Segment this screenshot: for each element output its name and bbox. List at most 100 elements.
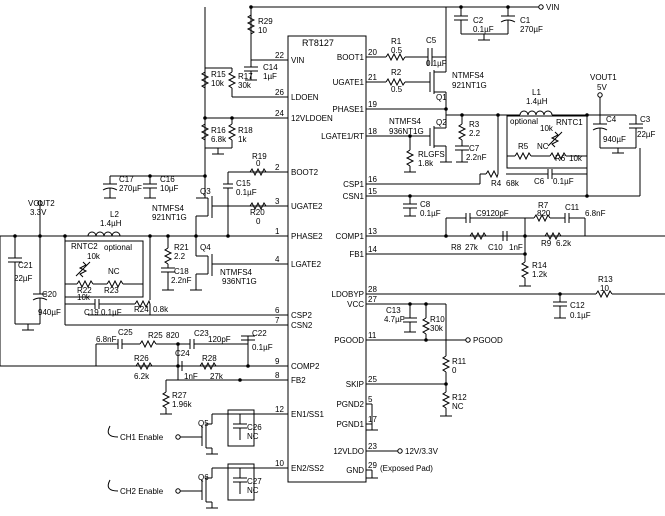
pin-name: PGOOD (334, 336, 364, 345)
pin-number: 10 (275, 459, 284, 468)
pin-number: 22 (275, 51, 284, 60)
svg-text:R5: R5 (518, 142, 529, 151)
svg-text:R7: R7 (538, 201, 549, 210)
svg-text:NTMFS4: NTMFS4 (389, 117, 422, 126)
channel2-sense: RNTC2 optional 10k NC R22 R23 10k C19 0.… (63, 234, 288, 326)
svg-text:optional: optional (104, 243, 132, 252)
svg-text:C12: C12 (570, 301, 585, 310)
svg-text:0.8k: 0.8k (153, 305, 169, 314)
svg-text:C16: C16 (160, 175, 175, 184)
svg-text:R9: R9 (541, 239, 552, 248)
svg-text:C3: C3 (640, 115, 651, 124)
svg-text:NC: NC (247, 486, 259, 495)
svg-text:C11: C11 (565, 203, 580, 212)
svg-text:Q3: Q3 (200, 187, 211, 196)
svg-text:C14: C14 (263, 63, 278, 72)
comp2-network: C25 6.8nF R25 820 C23 120pF R26 6.2k C24… (0, 236, 288, 415)
svg-text:10µF: 10µF (160, 184, 179, 193)
svg-text:C17: C17 (119, 175, 134, 184)
input-caps: C2 0.1µF C1 270µF (454, 7, 543, 41)
svg-text:R18: R18 (238, 126, 253, 135)
svg-text:6.2k: 6.2k (556, 239, 572, 248)
pin-number: 17 (368, 415, 377, 424)
svg-text:R19: R19 (252, 152, 267, 161)
pin-number: 25 (368, 375, 377, 384)
svg-text:1k: 1k (238, 135, 247, 144)
channel1-output: L1 1.4µH VOUT1 5V C4 940µF C3 22µF (480, 73, 656, 154)
svg-text:0: 0 (452, 366, 457, 375)
pin-name: LDOBYP (332, 290, 364, 299)
svg-text:940µF: 940µF (38, 308, 61, 317)
svg-text:10k: 10k (77, 293, 91, 302)
svg-text:5V: 5V (597, 83, 607, 92)
svg-text:Q6: Q6 (198, 473, 209, 482)
svg-text:R13: R13 (598, 275, 613, 284)
svg-text:R27: R27 (172, 391, 187, 400)
svg-text:L1: L1 (532, 88, 541, 97)
svg-text:C13: C13 (386, 306, 401, 315)
svg-text:0: 0 (256, 159, 261, 168)
svg-text:C9: C9 (476, 209, 487, 218)
svg-text:22µF: 22µF (14, 274, 33, 283)
pin-number: 12 (275, 405, 284, 414)
svg-text:1.4µH: 1.4µH (100, 219, 122, 228)
svg-text:120pF: 120pF (486, 209, 509, 218)
svg-text:1nF: 1nF (509, 243, 523, 252)
svg-text:22µF: 22µF (637, 130, 656, 139)
svg-text:R10: R10 (430, 315, 445, 324)
svg-text:940µF: 940µF (603, 135, 626, 144)
svg-text:0.1µF: 0.1µF (553, 177, 574, 186)
channel2-lowside: Q4 NTMFS4 936NT1G R21 2.2 C18 2.2nF (161, 234, 288, 291)
svg-text:R1: R1 (391, 37, 402, 46)
pin-number: 11 (368, 331, 377, 340)
svg-text:C18: C18 (174, 267, 189, 276)
vin-label: VIN (546, 3, 560, 12)
svg-text:30k: 30k (238, 81, 252, 90)
svg-text:27k: 27k (465, 243, 479, 252)
channel2-highside: R19 0 C15 0.1µF R20 0 Q3 NTMFS4 921NT1G (102, 152, 288, 236)
svg-text:RNTC2: RNTC2 (71, 242, 98, 251)
svg-text:R28: R28 (202, 354, 217, 363)
svg-text:R14: R14 (532, 261, 547, 270)
svg-text:R17: R17 (238, 72, 253, 81)
pin-name: EN2/SS2 (291, 464, 324, 473)
svg-text:R15: R15 (211, 70, 226, 79)
svg-text:10k: 10k (569, 154, 583, 163)
svg-text:0.1µF: 0.1µF (570, 311, 591, 320)
svg-text:C25: C25 (118, 328, 133, 337)
comp1-network: C9 120pF R8 27k C10 1nF R7 820 C11 6.8nF… (366, 201, 665, 287)
svg-text:C19: C19 (84, 308, 99, 317)
ic-name: RT8127 (302, 38, 334, 48)
c8: C8 0.1µF (403, 194, 441, 218)
svg-text:R16: R16 (211, 126, 226, 135)
pin-name: PGND2 (336, 400, 364, 409)
ch1-enable-label[interactable]: CH1 Enable (120, 433, 164, 442)
pin-name: CSN2 (291, 321, 313, 330)
channel1-sense: optional 10k RNTC1 R5 NC R6 10k R4 68k C… (366, 113, 641, 198)
svg-text:C2: C2 (473, 16, 484, 25)
svg-text:R3: R3 (469, 120, 480, 129)
svg-text:L2: L2 (110, 210, 119, 219)
svg-text:0.5: 0.5 (391, 85, 403, 94)
svg-text:RNTC1: RNTC1 (556, 118, 583, 127)
svg-text:936NT1G: 936NT1G (389, 127, 424, 136)
svg-text:Q1: Q1 (436, 93, 447, 102)
pin-number: 3 (275, 197, 280, 206)
svg-text:NTMFS4: NTMFS4 (152, 204, 185, 213)
svg-text:1.2k: 1.2k (532, 270, 548, 279)
svg-text:optional: optional (510, 117, 538, 126)
svg-text:C10: C10 (488, 243, 503, 252)
ch2-enable-label[interactable]: CH2 Enable (120, 487, 164, 496)
svg-text:NC: NC (452, 402, 464, 411)
enable-ch2: Q6 CH2 Enable C27 NC (107, 463, 288, 509)
pin-name: PHASE1 (332, 105, 364, 114)
svg-text:2.2nF: 2.2nF (466, 153, 487, 162)
svg-text:NTMFS4: NTMFS4 (220, 268, 253, 277)
svg-text:C23: C23 (194, 329, 209, 338)
svg-text:10k: 10k (211, 79, 225, 88)
svg-text:0.1µF: 0.1µF (236, 188, 257, 197)
svg-text:0.5: 0.5 (391, 46, 403, 55)
r29: R29 10 (246, 14, 273, 35)
svg-text:C4: C4 (606, 115, 617, 124)
svg-text:C7: C7 (469, 144, 480, 153)
